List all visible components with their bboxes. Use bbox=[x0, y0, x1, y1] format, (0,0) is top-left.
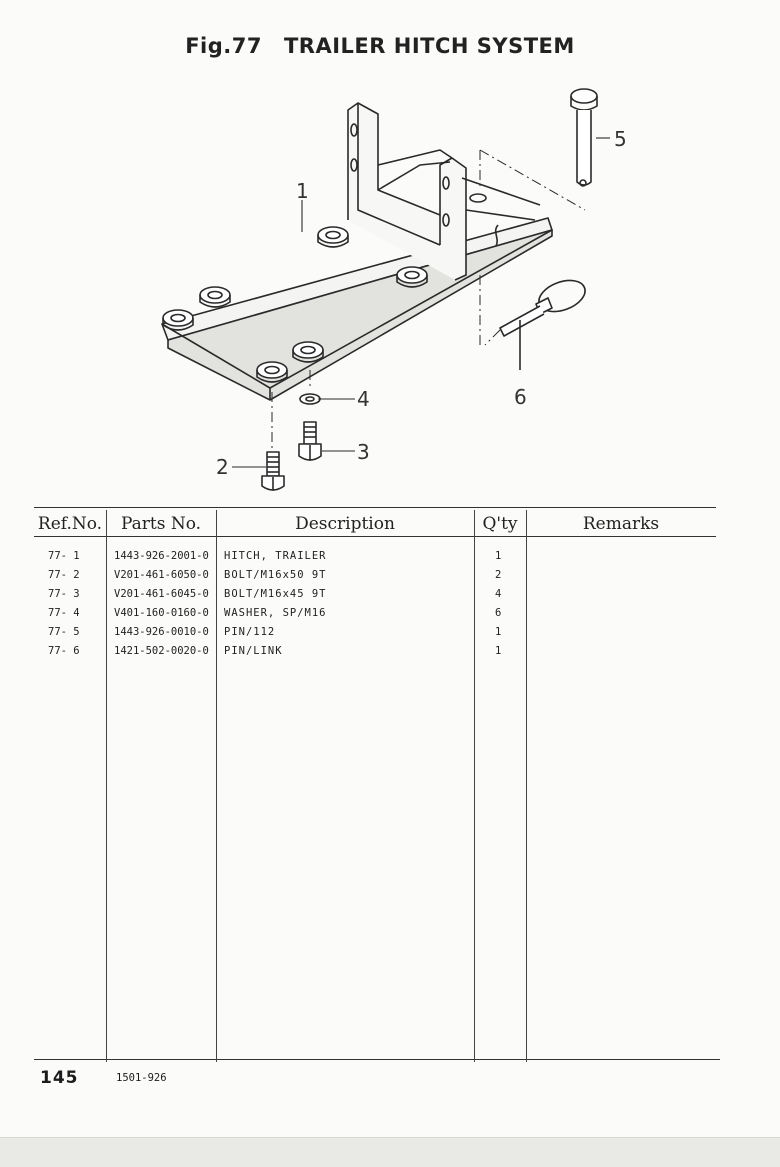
table-top-rule bbox=[34, 507, 716, 508]
quantity: 1 bbox=[495, 550, 502, 562]
column-header-parts-no: Parts No. bbox=[120, 514, 202, 534]
ref-no: 77- 1 bbox=[48, 550, 80, 562]
callout-2: 2 bbox=[216, 455, 229, 479]
column-header-qty: Q'ty bbox=[482, 514, 518, 534]
figure-number: Fig.77 bbox=[185, 34, 262, 58]
ref-no: 77- 3 bbox=[48, 588, 80, 600]
table-row: 77- 2 V201-461-6050-0 BOLT/M16x50 9T 2 bbox=[0, 569, 780, 588]
page-bottom-edge bbox=[0, 1137, 780, 1167]
figure-title: Fig.77 TRAILER HITCH SYSTEM bbox=[0, 34, 760, 58]
quantity: 4 bbox=[495, 588, 502, 600]
callout-leaders bbox=[232, 137, 610, 468]
part-number: 1443-926-0010-0 bbox=[114, 626, 209, 638]
part-number: V401-160-0160-0 bbox=[114, 607, 209, 619]
part-description: BOLT/M16x45 9T bbox=[224, 588, 327, 600]
quantity: 1 bbox=[495, 645, 502, 657]
exploded-parts-diagram: 1 2 3 4 5 6 bbox=[161, 88, 627, 491]
column-divider bbox=[474, 510, 475, 1062]
column-header-description: Description bbox=[295, 514, 395, 534]
column-header-ref-no: Ref.No. bbox=[37, 514, 103, 534]
part-description: PIN/LINK bbox=[224, 645, 283, 657]
callout-6: 6 bbox=[514, 385, 527, 409]
ref-no: 77- 5 bbox=[48, 626, 80, 638]
plate-bolt-heads bbox=[162, 226, 428, 383]
ref-no: 77- 2 bbox=[48, 569, 80, 581]
part-number: V201-461-6045-0 bbox=[114, 588, 209, 600]
table-row: 77- 5 1443-926-0010-0 PIN/112 1 bbox=[0, 626, 780, 645]
callout-1: 1 bbox=[296, 179, 309, 203]
page-number: 145 bbox=[40, 1068, 79, 1088]
part-number: V201-461-6050-0 bbox=[114, 569, 209, 581]
ref-no: 77- 4 bbox=[48, 607, 80, 619]
table-bottom-rule bbox=[34, 1059, 720, 1060]
hitch-base-plate bbox=[161, 217, 553, 401]
figure-name: TRAILER HITCH SYSTEM bbox=[283, 34, 575, 58]
column-divider bbox=[106, 510, 107, 1062]
model-code: 1501-926 bbox=[116, 1072, 167, 1084]
table-row: 77- 4 V401-160-0160-0 WASHER, SP/M16 6 bbox=[0, 607, 780, 626]
table-row: 77- 6 1421-502-0020-0 PIN/LINK 1 bbox=[0, 645, 780, 664]
spring-washer bbox=[299, 393, 321, 405]
column-divider bbox=[216, 510, 217, 1062]
assembly-centerlines bbox=[271, 149, 586, 448]
part-number: 1443-926-2001-0 bbox=[114, 550, 209, 562]
quantity: 6 bbox=[495, 607, 502, 619]
part-description: HITCH, TRAILER bbox=[224, 550, 327, 562]
part-description: BOLT/M16x50 9T bbox=[224, 569, 327, 581]
part-description: WASHER, SP/M16 bbox=[224, 607, 327, 619]
table-row: 77- 1 1443-926-2001-0 HITCH, TRAILER 1 bbox=[0, 550, 780, 569]
bolt-m16x45 bbox=[298, 421, 322, 461]
bolt-m16x50 bbox=[261, 451, 285, 491]
hitch-bracket bbox=[347, 102, 541, 281]
pin-112 bbox=[570, 88, 598, 187]
table-row: 77- 3 V201-461-6045-0 BOLT/M16x45 9T 4 bbox=[0, 588, 780, 607]
link-pin bbox=[499, 279, 586, 370]
column-header-remarks: Remarks bbox=[582, 514, 660, 534]
table-header-rule bbox=[34, 536, 716, 537]
column-divider bbox=[526, 510, 527, 1062]
ref-no: 77- 6 bbox=[48, 645, 80, 657]
callout-4: 4 bbox=[357, 387, 370, 411]
part-description: PIN/112 bbox=[224, 626, 276, 638]
quantity: 2 bbox=[495, 569, 502, 581]
quantity: 1 bbox=[495, 626, 502, 638]
part-number: 1421-502-0020-0 bbox=[114, 645, 209, 657]
callout-5: 5 bbox=[614, 127, 627, 151]
callout-3: 3 bbox=[357, 440, 370, 464]
